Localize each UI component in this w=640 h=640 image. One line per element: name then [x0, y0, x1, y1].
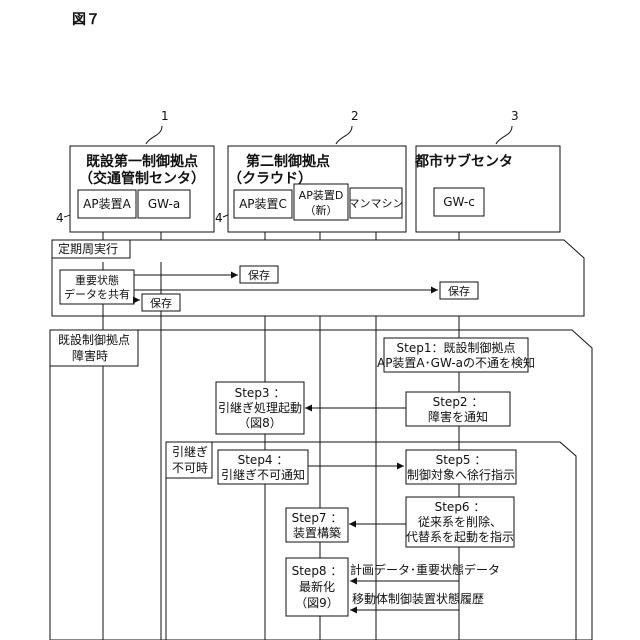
step6-line1: Step6 ：: [435, 500, 486, 514]
step6-line3: 代替系を起動を指示: [406, 529, 514, 544]
step1-line2: AP装置A･GW-aの不通を検知: [377, 356, 535, 370]
frame-failure-label2: 障害時: [72, 348, 108, 363]
site-second-name: 第二制御拠点: [246, 153, 330, 170]
step6-line2: 従来系を削除、: [418, 514, 502, 529]
device-ap-c-label: AP装置C: [239, 197, 287, 211]
ref-4-a: 4: [56, 211, 64, 225]
ref-2: 2: [351, 109, 359, 123]
site-first-subname: （交通管制センタ）: [79, 170, 205, 187]
step5-line2: 制御対象へ徐行指示: [407, 467, 515, 482]
step4-line1: Step4 ：: [238, 453, 289, 467]
device-gw-a-label: GW-a: [148, 197, 180, 211]
device-ap-d-label: AP装置D: [299, 189, 344, 202]
step8-line2: 最新化: [299, 579, 335, 594]
ref-4-b: 4: [215, 211, 223, 225]
frame-periodic: 定期周実行 重要状態 データを共有 保存 保存 保存: [52, 240, 584, 316]
step8-line3: （図9）: [295, 596, 339, 610]
step4-line2: 引継ぎ不可通知: [221, 467, 305, 482]
frame-failure-label1: 既設制御拠点: [58, 332, 130, 347]
data-plan-state-label: 計画データ･重要状態データ: [350, 562, 500, 577]
step2-line2: 障害を通知: [428, 409, 488, 424]
frame-handover-label1: 引継ぎ: [172, 444, 208, 459]
step8-line1: Step8 ：: [292, 564, 343, 578]
leader-1: [146, 126, 162, 144]
device-man-machine-label: マンマシン: [349, 197, 404, 210]
save-ap-c-label: 保存: [248, 268, 270, 282]
step5-line1: Step5 ：: [436, 453, 487, 467]
step7-line1: Step7 ：: [292, 511, 343, 525]
save-gw-c-label: 保存: [448, 284, 470, 298]
frame-handover-label2: 不可時: [172, 461, 208, 475]
leader-2: [336, 126, 352, 144]
data-history-label: 移動体制御装置状態履歴: [352, 591, 484, 606]
step2-line1: Step2 ：: [433, 395, 484, 409]
ref-3: 3: [511, 109, 519, 123]
share-data-line2: データを共有: [64, 287, 130, 301]
device-ap-a-label: AP装置A: [83, 197, 131, 211]
leader-3: [496, 126, 512, 144]
step1-line1: Step1：既設制御拠点: [397, 340, 516, 355]
site-first-name: 既設第一制御拠点: [86, 153, 198, 170]
site-city-name: 都市サブセンタ: [414, 153, 513, 170]
step7-line2: 装置構築: [293, 525, 341, 540]
site-city: 都市サブセンタ GW-c: [414, 146, 560, 232]
step3-line2: 引継ぎ処理起動: [218, 400, 302, 415]
site-second: 第二制御拠点 （クラウド） AP装置C AP装置D （新） マンマシン: [228, 146, 406, 232]
ref-1: 1: [161, 109, 169, 123]
device-ap-d-new: （新）: [305, 203, 338, 217]
device-gw-c-label: GW-c: [443, 195, 475, 209]
save-gw-a-label: 保存: [150, 296, 172, 310]
site-first: 既設第一制御拠点 （交通管制センタ） AP装置A GW-a: [70, 146, 214, 232]
frame-failure: 既設制御拠点 障害時 Step1：既設制御拠点 AP装置A･GW-aの不通を検知…: [50, 330, 592, 640]
step3-line3: （図8）: [238, 416, 282, 430]
step3-line1: Step3 ：: [235, 386, 286, 400]
frame-periodic-label: 定期周実行: [58, 241, 118, 256]
share-data-line1: 重要状態: [75, 273, 119, 287]
